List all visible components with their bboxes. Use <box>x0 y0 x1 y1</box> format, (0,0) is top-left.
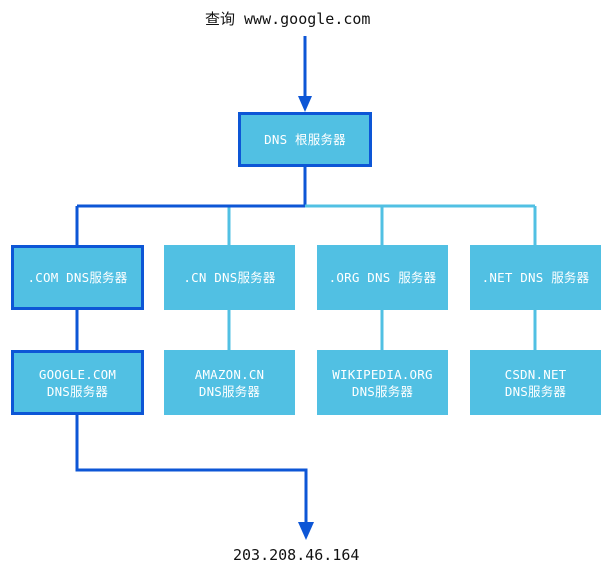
answer-arrow-head <box>298 522 314 540</box>
node-dns-root[interactable]: DNS 根服务器 <box>238 112 372 167</box>
node-wikipedia-org[interactable]: WIKIPEDIA.ORG DNS服务器 <box>317 350 448 415</box>
node-net-tld[interactable]: .NET DNS 服务器 <box>470 245 601 310</box>
node-cn-tld[interactable]: .CN DNS服务器 <box>164 245 295 310</box>
query-caption: 查询 www.google.com <box>205 10 371 28</box>
node-amazon-cn[interactable]: AMAZON.CN DNS服务器 <box>164 350 295 415</box>
node-label: DNS 根服务器 <box>264 132 346 147</box>
answer-path <box>75 415 308 528</box>
node-label-line2: DNS服务器 <box>351 383 414 399</box>
result-ip-caption: 203.208.46.164 <box>233 546 360 564</box>
node-label-line1: AMAZON.CN <box>194 366 265 382</box>
node-label-line2: DNS服务器 <box>504 383 567 399</box>
node-org-tld[interactable]: .ORG DNS 服务器 <box>317 245 448 310</box>
node-label: .COM DNS服务器 <box>27 270 128 285</box>
node-label: .ORG DNS 服务器 <box>328 270 437 285</box>
node-com-tld[interactable]: .COM DNS服务器 <box>11 245 144 310</box>
node-label-line2: DNS服务器 <box>198 383 261 399</box>
node-label: .CN DNS服务器 <box>183 270 276 285</box>
node-label: .NET DNS 服务器 <box>481 270 590 285</box>
node-label-line2: DNS服务器 <box>46 383 109 399</box>
node-label-line1: GOOGLE.COM <box>38 366 117 382</box>
node-google-com[interactable]: GOOGLE.COM DNS服务器 <box>11 350 144 415</box>
node-label-line1: CSDN.NET <box>504 366 567 382</box>
query-arrow-head <box>298 96 312 112</box>
node-csdn-net[interactable]: CSDN.NET DNS服务器 <box>470 350 601 415</box>
node-label-line1: WIKIPEDIA.ORG <box>332 366 433 382</box>
